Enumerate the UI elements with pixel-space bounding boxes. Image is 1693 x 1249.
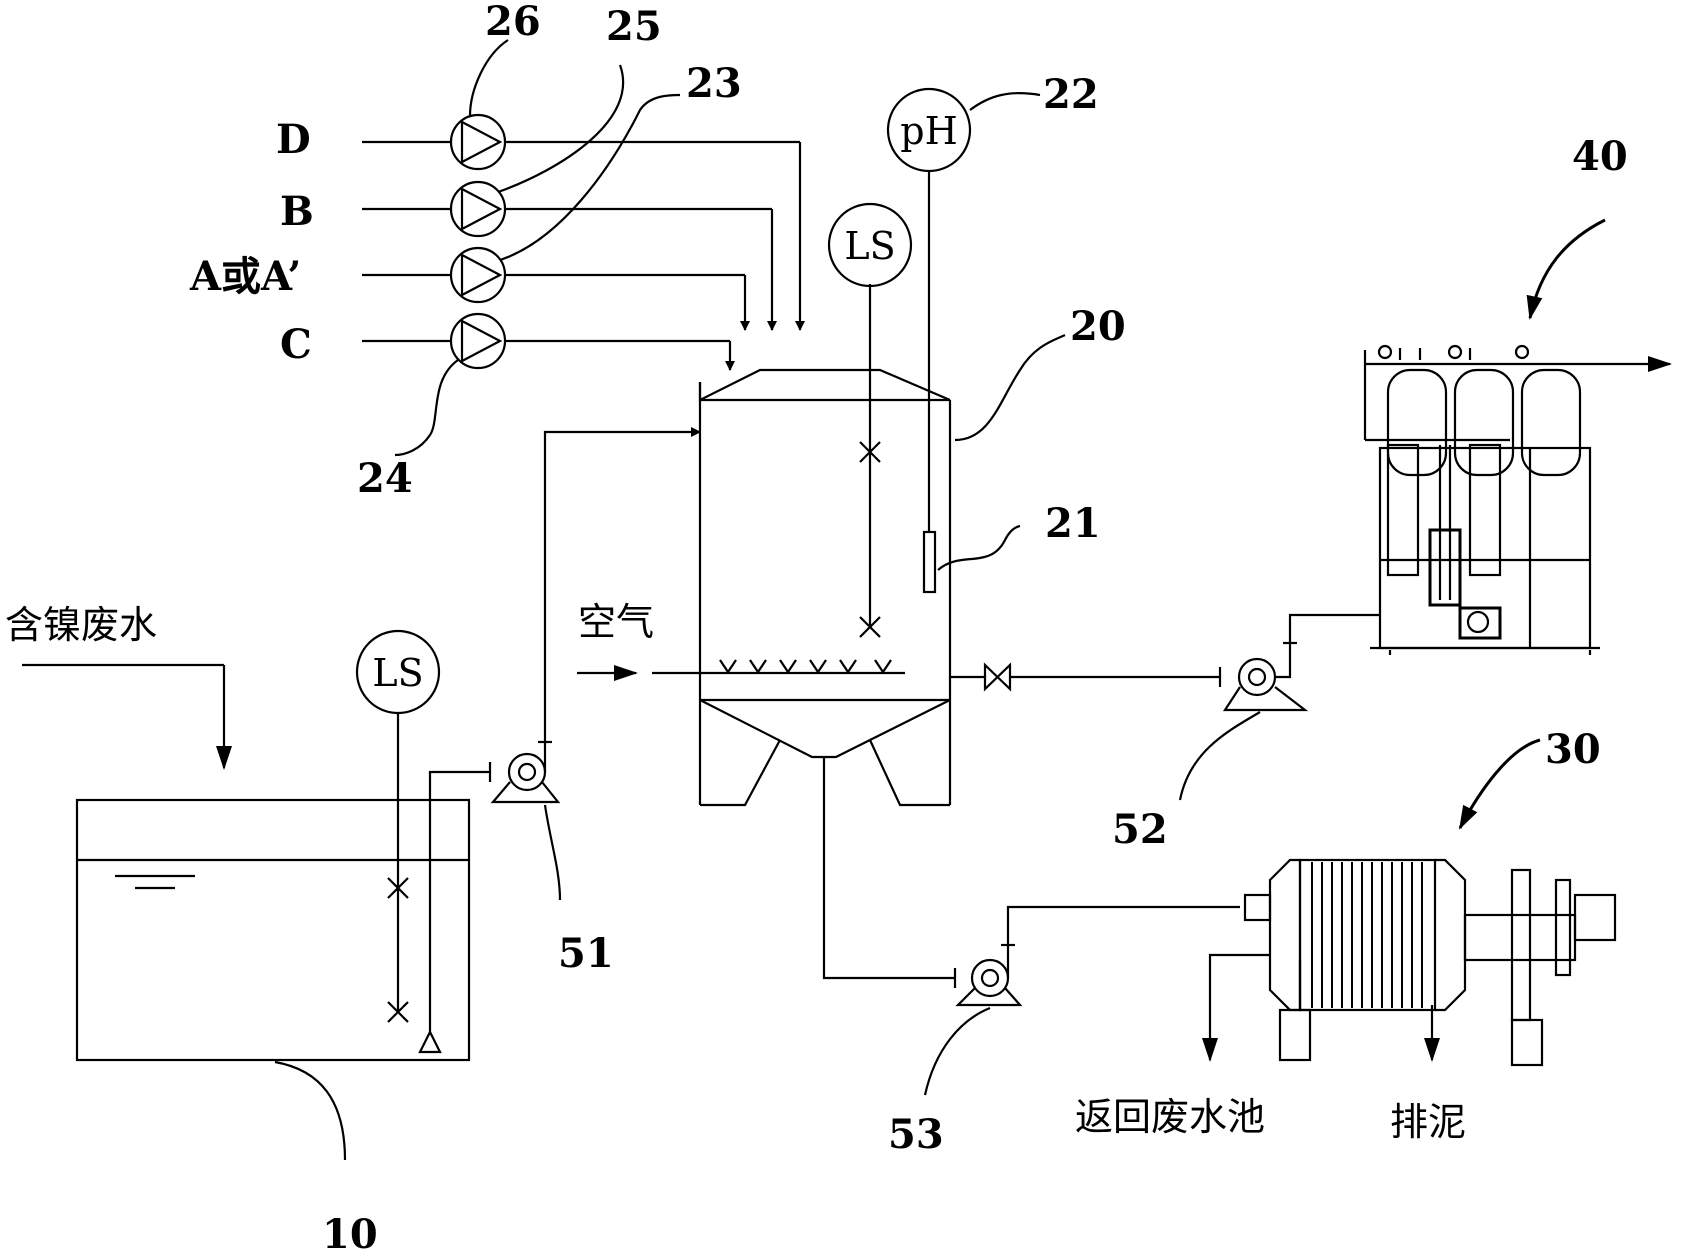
ph-meter-label: pH — [900, 109, 957, 153]
ref-21: 21 — [1045, 500, 1101, 547]
ref-53: 53 — [888, 1111, 944, 1158]
dosing-pumps — [362, 39, 805, 457]
pump-23 — [449, 246, 507, 304]
ref-30: 30 — [1545, 726, 1601, 773]
feed-a-label: A或A’ — [189, 253, 301, 300]
pump-53 — [923, 905, 1240, 1096]
reactor — [577, 87, 1066, 980]
ion-exchange-unit — [1363, 218, 1672, 655]
wastewater-tank — [22, 629, 490, 1161]
feed-c-label: C — [280, 321, 312, 368]
ref-51: 51 — [558, 930, 614, 977]
air-label: 空气 — [578, 600, 654, 644]
pump-25 — [449, 180, 507, 238]
pump-51 — [488, 427, 701, 901]
ref-22: 22 — [1043, 71, 1099, 118]
ref-10: 10 — [322, 1211, 378, 1249]
pump-24 — [449, 312, 507, 370]
return-pool-label: 返回废水池 — [1075, 1095, 1265, 1139]
filter-press — [1202, 738, 1617, 1067]
ref-20: 20 — [1070, 303, 1126, 350]
feed-b-label: B — [280, 188, 314, 235]
feed-d-label: D — [276, 116, 311, 163]
labels: 含镍废水 空气 返回废水池 排泥 D B A或A’ C LS LS pH 10 … — [5, 0, 1628, 1249]
ref-40: 40 — [1572, 133, 1628, 180]
wastewater-inlet-label: 含镍废水 — [5, 603, 157, 647]
sludge-label: 排泥 — [1390, 1100, 1466, 1144]
pump-26 — [449, 113, 507, 171]
ref-26: 26 — [485, 0, 541, 45]
ref-23: 23 — [686, 60, 742, 107]
ref-52: 52 — [1112, 806, 1168, 853]
reactor-level-switch-label: LS — [844, 224, 895, 268]
ref-24: 24 — [357, 455, 413, 502]
pump-52 — [950, 613, 1380, 801]
ref-25: 25 — [606, 3, 662, 50]
tank-level-switch-label: LS — [372, 651, 423, 695]
